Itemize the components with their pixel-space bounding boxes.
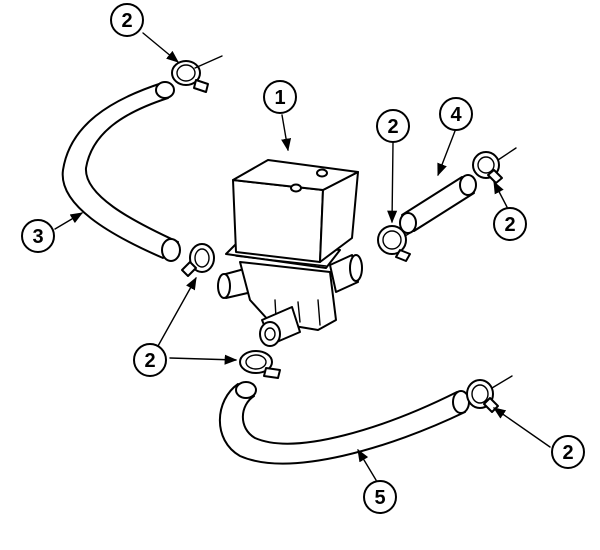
callout-3: 3: [21, 219, 55, 253]
hose-part-5: [219, 381, 470, 465]
callout-2-bottom-right: 2: [551, 435, 585, 469]
callout-2-top-left: 2: [110, 3, 144, 37]
tube-part-4: [399, 174, 477, 234]
callout-label: 2: [144, 350, 155, 372]
hose-part-3: [61, 81, 181, 262]
callout-2-center: 2: [376, 109, 410, 143]
hose-clamp-top-right: [472, 147, 517, 184]
callout-label: 1: [274, 87, 285, 109]
hose-clamp-valve-left: [181, 243, 215, 277]
callout-label: 4: [450, 104, 462, 126]
callout-label: 5: [374, 487, 385, 509]
hose-clamp-top-left: [171, 55, 223, 93]
callout-2-left: 2: [133, 343, 167, 377]
callout-label: 2: [121, 10, 132, 32]
callout-5: 5: [363, 480, 397, 514]
hose-clamp-valve-right: [377, 221, 429, 262]
leader-lines: [54, 32, 551, 481]
hose-clamp-bottom-right: [466, 375, 513, 413]
hose-clamp-bottom-left: [239, 350, 281, 379]
callout-1: 1: [263, 80, 297, 114]
valve-assembly-part-1: [217, 159, 363, 347]
callout-4: 4: [439, 97, 473, 131]
callout-label: 3: [32, 226, 43, 248]
callout-label: 2: [504, 214, 515, 236]
callout-label: 2: [562, 442, 573, 464]
callout-label: 2: [387, 116, 398, 138]
callout-2-right: 2: [493, 207, 527, 241]
